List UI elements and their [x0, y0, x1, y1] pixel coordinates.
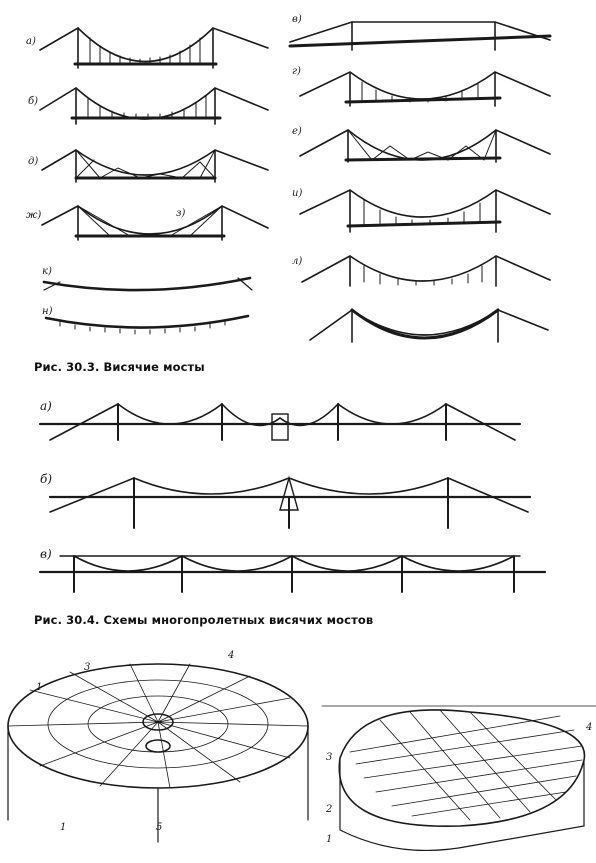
label-304-v: в)	[40, 547, 52, 561]
fig-305-labels: 1 3 4 1 5 3 4 2 1	[36, 650, 592, 845]
label-e: е)	[292, 126, 302, 137]
scheme-zh	[41, 205, 269, 241]
label-k: к)	[42, 266, 52, 277]
multispan-a	[38, 402, 522, 441]
scheme-g	[299, 71, 551, 107]
figure-caption-30-3: Рис. 30.3. Висячие мосты	[34, 360, 205, 374]
label-305-l1b: 1	[60, 822, 66, 833]
label-305-l4: 4	[227, 650, 234, 661]
label-l: л)	[292, 256, 302, 267]
label-g: г)	[292, 66, 301, 77]
label-v: в)	[292, 14, 302, 25]
label-305-r2: 2	[325, 804, 332, 815]
label-a: а)	[26, 36, 36, 47]
oval-roof-right	[321, 705, 596, 852]
scheme-d	[41, 149, 269, 183]
scheme-n	[44, 314, 250, 335]
label-305-l5: 5	[156, 822, 162, 833]
label-z: з)	[176, 208, 185, 219]
label-304-a: а)	[40, 399, 52, 413]
scheme-a	[39, 26, 269, 69]
fig-303-schemes	[39, 21, 552, 343]
multispan-b	[48, 475, 532, 529]
scheme-r6	[309, 308, 549, 343]
label-b: б)	[28, 96, 38, 107]
scheme-e	[299, 129, 551, 163]
scheme-k	[42, 276, 253, 292]
scheme-i	[299, 189, 551, 233]
label-305-r4: 4	[585, 722, 592, 733]
label-304-b: б)	[40, 472, 52, 486]
multispan-v	[38, 555, 547, 593]
round-roof-left	[7, 663, 309, 843]
label-305-l1: 1	[36, 682, 42, 693]
label-i: и)	[292, 188, 302, 199]
label-305-r3: 3	[326, 752, 332, 763]
figure-caption-30-4: Рис. 30.4. Схемы многопролетных висячих …	[34, 613, 374, 627]
label-305-l3: 3	[84, 662, 90, 673]
scheme-v	[288, 21, 552, 51]
label-n: н)	[42, 306, 53, 317]
fig-303-labels: а) б) д) ж) з) к) н) в) г) е) и) л)	[26, 14, 302, 317]
label-305-r1: 1	[326, 834, 332, 845]
label-zh: ж)	[26, 210, 41, 221]
fig-304-labels: а) б) в)	[40, 399, 52, 561]
scheme-b	[39, 87, 269, 125]
label-d: д)	[28, 156, 38, 167]
scheme-l	[301, 255, 551, 287]
fig-304-schemes	[38, 402, 547, 593]
